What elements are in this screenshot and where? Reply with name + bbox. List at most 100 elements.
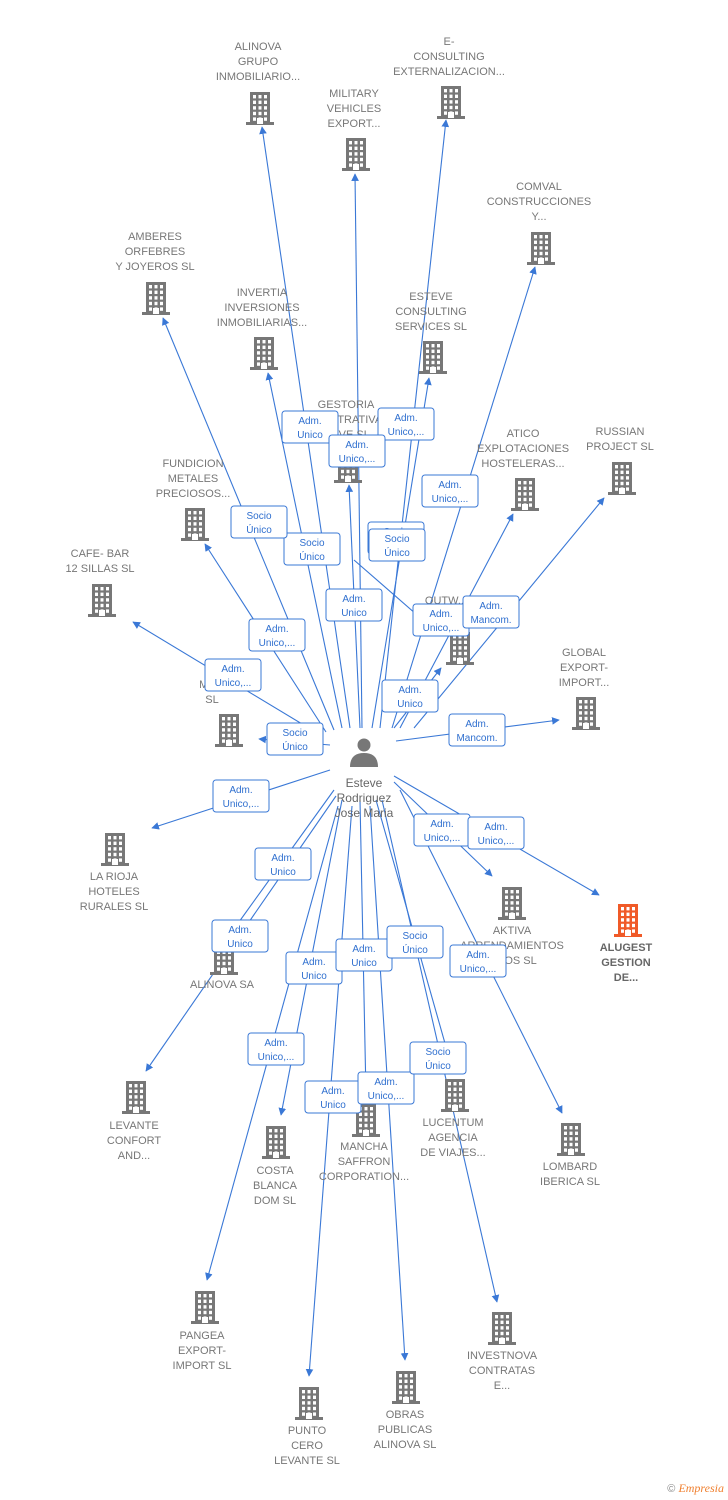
empresia-logo[interactable]: Empresia — [678, 1481, 724, 1495]
building-icon[interactable] — [441, 1079, 469, 1112]
building-icon[interactable] — [557, 1123, 585, 1156]
copyright-icon: © — [667, 1483, 676, 1495]
company-node-levante-confort[interactable]: LEVANTECONFORTAND... — [107, 1081, 161, 1162]
building-icon[interactable] — [101, 833, 129, 866]
company-name: DE... — [614, 972, 638, 984]
edge-label-text: Único — [246, 523, 272, 536]
edge-label-lombard[interactable]: Adm.Unico,... — [449, 944, 507, 978]
edge-label-invertia[interactable]: Adm.Unico — [325, 588, 383, 622]
company-node-ma-sl[interactable]: MA...SL — [199, 679, 243, 747]
company-node-global-export[interactable]: GLOBALEXPORT-IMPORT... — [559, 647, 610, 730]
edge-label-punto_cero[interactable]: Adm.Unico — [304, 1080, 362, 1114]
edge-label-fundicion[interactable]: Adm.Unico,... — [248, 618, 306, 652]
building-icon[interactable] — [122, 1081, 150, 1114]
company-name: HOTELES — [88, 886, 139, 898]
company-node-military[interactable]: MILITARYVEHICLESEXPORT... — [327, 88, 381, 171]
edge-label-text: Adm. — [484, 822, 507, 833]
building-icon[interactable] — [392, 1371, 420, 1404]
edge-label-alinova_sa[interactable]: Adm.Unico — [254, 847, 312, 881]
building-icon[interactable] — [511, 478, 539, 511]
company-node-mancha[interactable]: MANCHASAFFRONCORPORATION... — [319, 1104, 409, 1183]
edge-label-levante_confort[interactable]: Adm.Unico — [211, 919, 269, 953]
edge-label-alugest[interactable]: Adm. Unico,... — [467, 816, 525, 850]
edge-label-text: Unico — [270, 867, 296, 878]
building-icon[interactable] — [498, 887, 526, 920]
building-icon[interactable] — [614, 904, 642, 937]
company-name: RUSSIAN — [596, 426, 645, 438]
building-icon[interactable] — [215, 714, 243, 747]
company-node-comval[interactable]: COMVALCONSTRUCCIONESY... — [487, 181, 592, 265]
company-name: GLOBAL — [562, 647, 606, 659]
building-icon[interactable] — [246, 92, 274, 125]
company-node-alugest[interactable]: ALUGESTGESTIONDE... — [600, 904, 653, 984]
company-node-atico[interactable]: ATICOEXPLOTACIONESHOSTELERAS... — [477, 428, 569, 511]
building-icon[interactable] — [342, 138, 370, 171]
edge-label-costa_blanca[interactable]: Adm.Unico — [285, 951, 343, 985]
company-name: ALINOVA — [235, 41, 283, 53]
company-node-e-consulting[interactable]: E-CONSULTINGEXTERNALIZACION... — [393, 36, 505, 119]
edge-label-alinova_grupo[interactable]: Adm.Unico — [281, 410, 339, 444]
edge-label-russian[interactable]: Adm.Mancom. — [462, 595, 520, 629]
building-icon[interactable] — [142, 282, 170, 315]
building-icon[interactable] — [295, 1387, 323, 1420]
company-node-invertia[interactable]: INVERTIAINVERSIONESINMOBILIARIAS... — [217, 287, 307, 370]
edge-label-text: Unico,... — [478, 836, 515, 847]
edge-label-text: Adm. — [430, 819, 453, 830]
company-node-fundicion[interactable]: FUNDICIONMETALESPRECIOSOS... — [156, 458, 231, 541]
building-icon[interactable] — [437, 86, 465, 119]
company-name: EXPORT- — [178, 1345, 226, 1357]
company-node-investnova[interactable]: INVESTNOVACONTRATASE... — [467, 1312, 538, 1392]
building-icon[interactable] — [250, 337, 278, 370]
company-node-alinova-grupo[interactable]: ALINOVAGRUPOINMOBILIARIO... — [216, 41, 300, 125]
company-name: PUNTO — [288, 1425, 327, 1437]
edge-label-gestoria[interactable]: Adm.Unico,... — [328, 434, 386, 468]
company-name: GESTORIA — [318, 399, 375, 411]
edge-label-aktiva[interactable]: Adm.Unico,... — [413, 813, 471, 847]
edge-label-cafe_bar[interactable]: Adm.Unico,... — [204, 658, 262, 692]
edge-label-mancha[interactable]: Adm.Unico — [335, 938, 393, 972]
edge-label-text: Mancom. — [456, 733, 497, 744]
edge-label-global_export[interactable]: Adm. Mancom. — [448, 713, 506, 747]
building-icon[interactable] — [446, 632, 474, 665]
building-icon[interactable] — [527, 232, 555, 265]
building-icon[interactable] — [488, 1312, 516, 1345]
edge-label-comval[interactable]: Adm.Unico,... — [421, 474, 479, 508]
edge-label-obras[interactable]: Adm.Unico,... — [357, 1071, 415, 1105]
building-icon[interactable] — [608, 462, 636, 495]
edge-label-text: Adm. — [465, 719, 488, 730]
building-icon[interactable] — [572, 697, 600, 730]
edge-label-outw[interactable]: Adm.Unico — [381, 679, 439, 713]
edge-label-pangea[interactable]: Adm.Unico,... — [247, 1032, 305, 1066]
building-icon[interactable] — [181, 508, 209, 541]
edge-label-text: Unico,... — [432, 494, 469, 505]
building-icon[interactable] — [419, 341, 447, 374]
edge-label-la_rioja[interactable]: Adm.Unico,... — [212, 779, 270, 813]
company-name: ORFEBRES — [125, 246, 186, 258]
edge-label-e_consulting[interactable]: Adm.Unico,... — [377, 407, 435, 441]
building-icon[interactable] — [262, 1126, 290, 1159]
building-icon[interactable] — [88, 584, 116, 617]
edge-label-text: Socio — [246, 511, 271, 522]
building-icon[interactable] — [191, 1291, 219, 1324]
company-name: INVESTNOVA — [467, 1350, 538, 1362]
edge-label-atico[interactable]: Adm.Unico,... — [412, 603, 470, 637]
